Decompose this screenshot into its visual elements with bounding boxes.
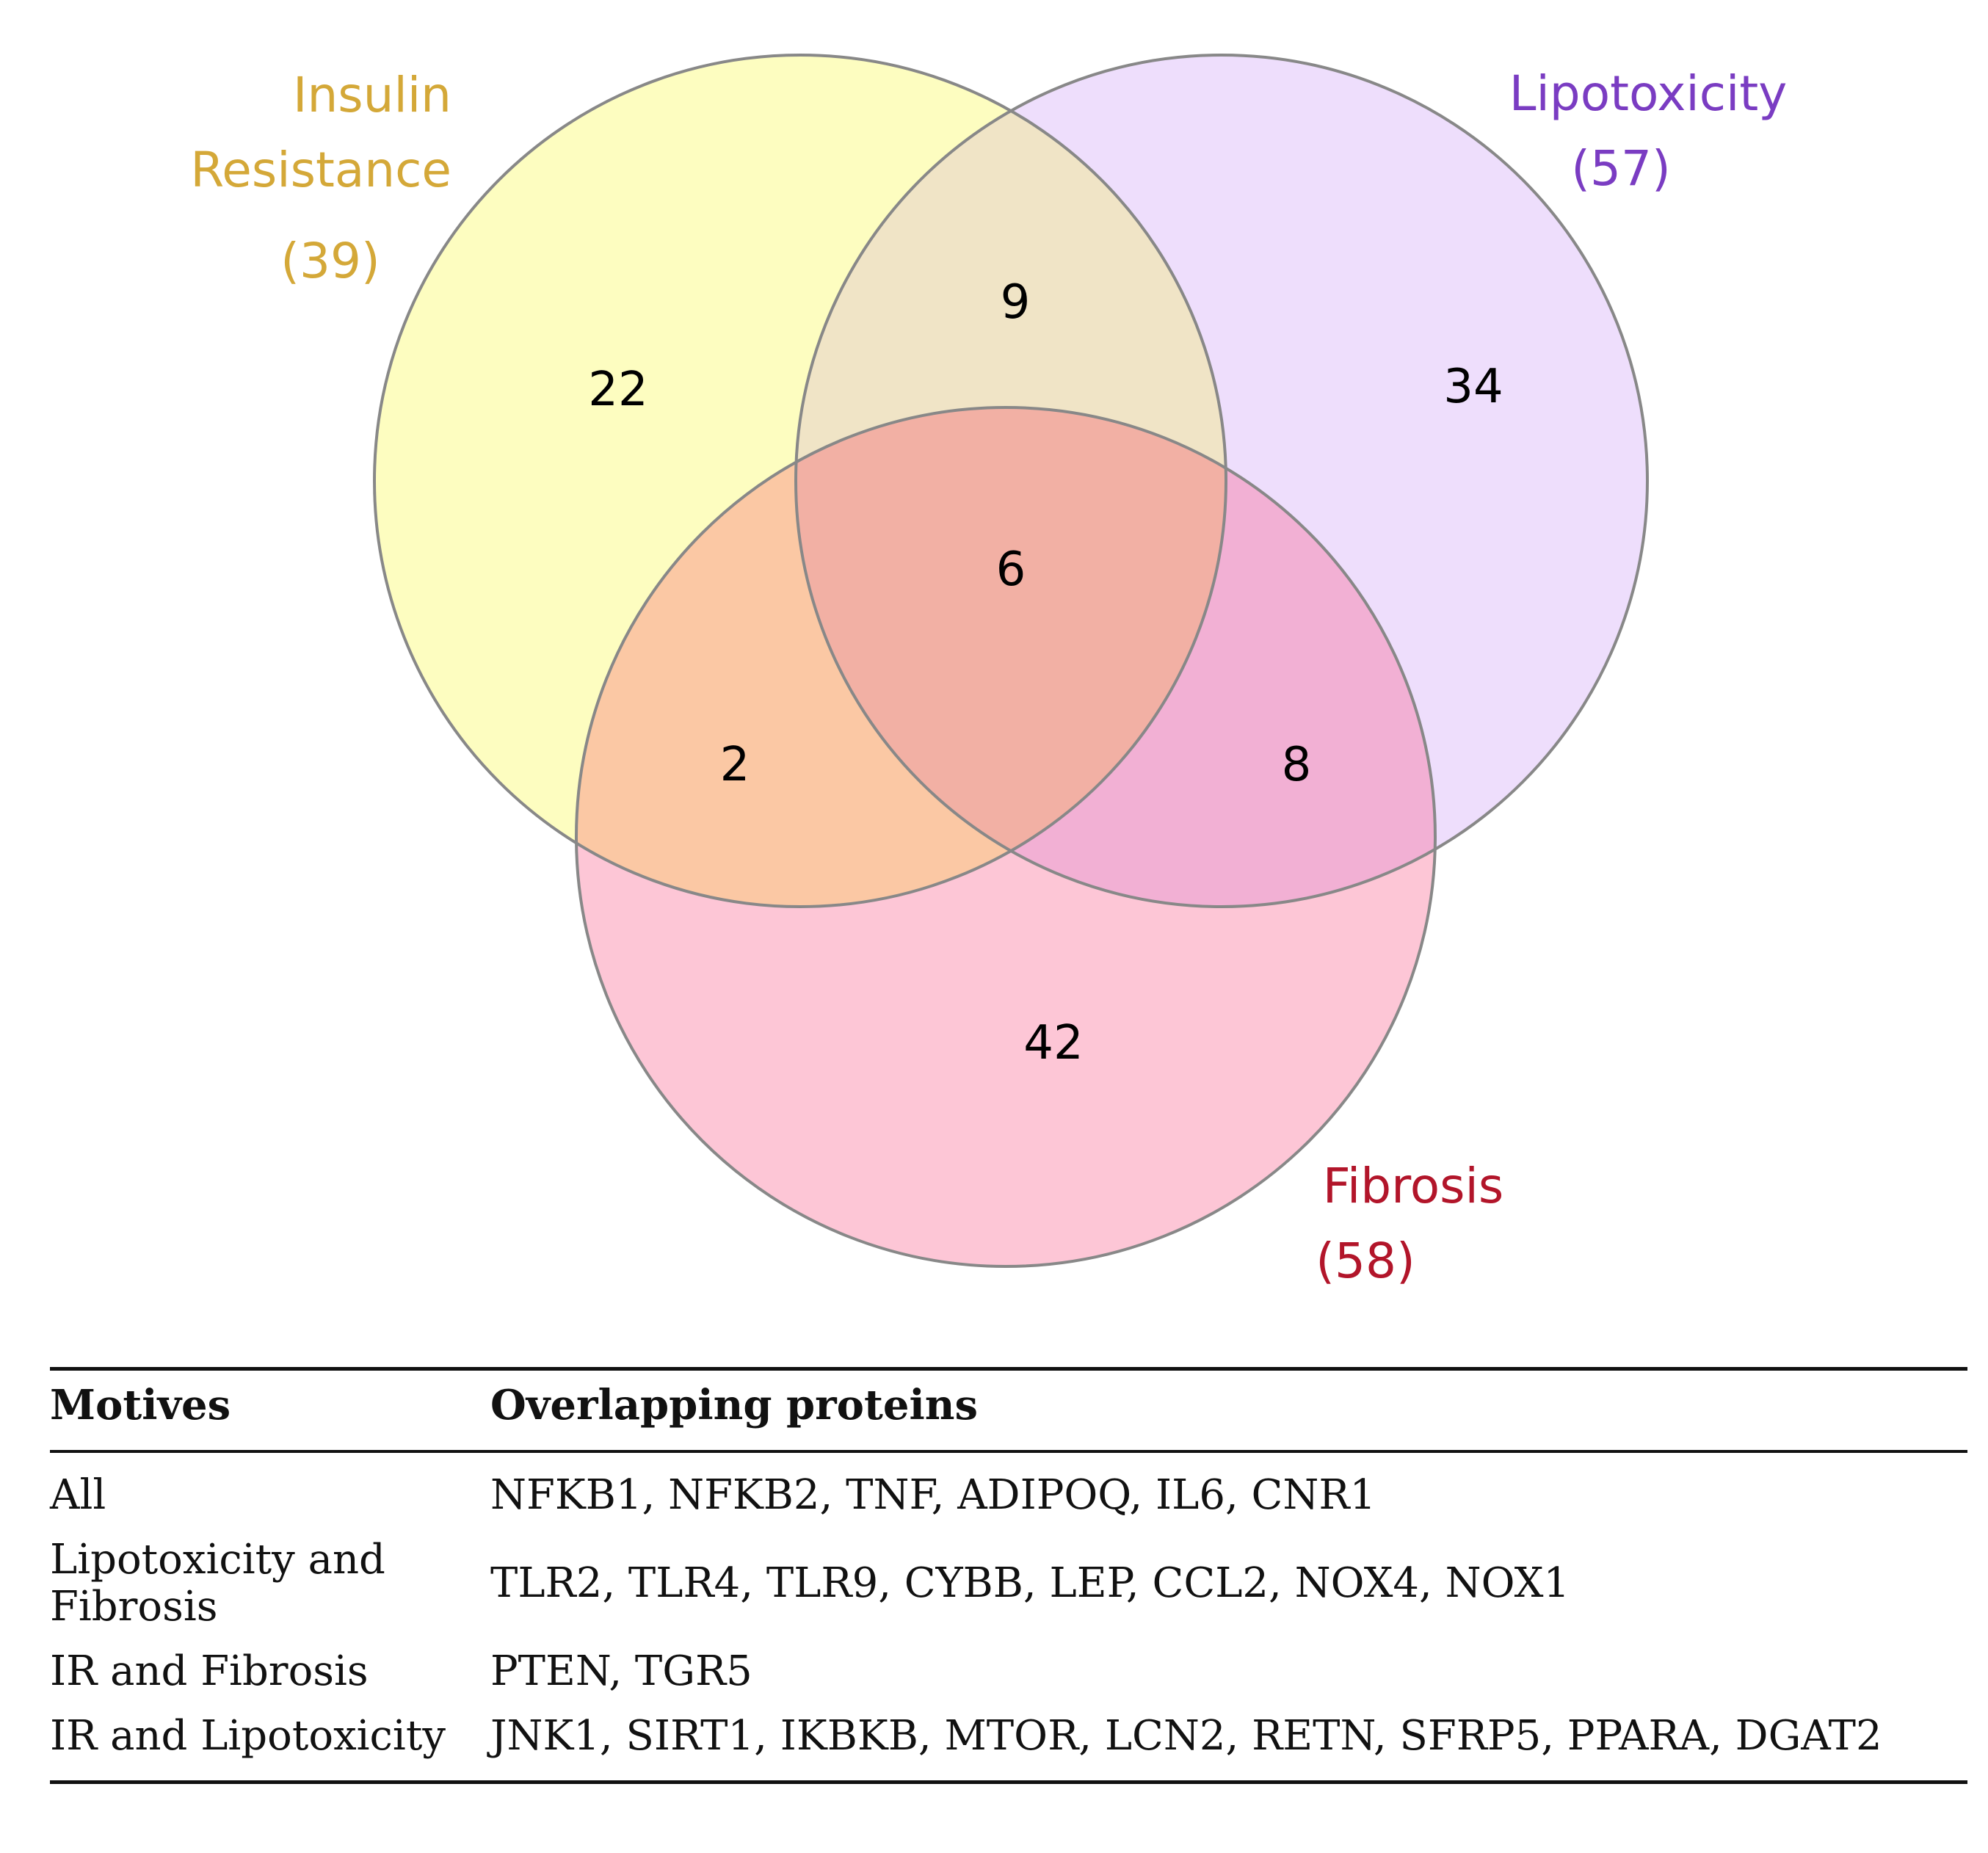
count-lipotoxicity-only: 34 [1443, 360, 1503, 414]
label-lipotoxicity-count: (57) [1571, 140, 1670, 197]
label-insulin-resistance-count: (39) [280, 233, 380, 289]
table-row: IR and Lipotoxicity JNK1, SIRT1, IKBKB, … [50, 1704, 1967, 1783]
overlap-table-container: Motives Overlapping proteins All NFKB1, … [50, 1367, 1967, 1784]
table-row: All NFKB1, NFKB2, TNF, ADIPOQ, IL6, CNR1 [50, 1451, 1967, 1528]
outline-fibrosis [575, 406, 1437, 1268]
table-row: Lipotoxicity and Fibrosis TLR2, TLR4, TL… [50, 1528, 1967, 1639]
count-ir-fibrosis: 2 [720, 738, 750, 792]
venn-diagram: Insulin Resistance (39) Lipotoxicity (57… [190, 54, 1788, 1289]
count-ir-lipotoxicity: 9 [1001, 275, 1031, 330]
cell-motive: Lipotoxicity and Fibrosis [50, 1536, 385, 1631]
count-fibrosis-only: 42 [1023, 1016, 1083, 1070]
cell-proteins: PTEN, TGR5 [490, 1647, 752, 1695]
cell-motive: All [50, 1471, 106, 1519]
count-lipotoxicity-fibrosis: 8 [1282, 738, 1312, 792]
cell-proteins: JNK1, SIRT1, IKBKB, MTOR, LCN2, RETN, SF… [490, 1712, 1882, 1760]
table-header-row: Motives Overlapping proteins [50, 1368, 1967, 1451]
count-ir-only: 22 [588, 363, 647, 417]
count-all: 6 [996, 543, 1026, 597]
label-insulin-resistance-line1: Insulin [293, 67, 451, 123]
header-motives: Motives [50, 1381, 231, 1429]
cell-proteins: NFKB1, NFKB2, TNF, ADIPOQ, IL6, CNR1 [490, 1471, 1376, 1519]
label-lipotoxicity: Lipotoxicity [1509, 65, 1788, 122]
cell-proteins: TLR2, TLR4, TLR9, CYBB, LEP, CCL2, NOX4,… [490, 1559, 1570, 1607]
cell-motive: IR and Lipotoxicity [50, 1712, 446, 1760]
overlap-table: Motives Overlapping proteins All NFKB1, … [50, 1367, 1967, 1784]
label-fibrosis-count: (58) [1316, 1233, 1415, 1289]
outline-insulin-resistance [373, 54, 1227, 908]
outline-lipotoxicity [794, 54, 1649, 908]
table-row: IR and Fibrosis PTEN, TGR5 [50, 1639, 1967, 1704]
label-insulin-resistance-line2: Resistance [190, 142, 451, 198]
label-fibrosis: Fibrosis [1323, 1158, 1504, 1214]
cell-motive: IR and Fibrosis [50, 1647, 369, 1695]
header-overlapping-proteins: Overlapping proteins [490, 1381, 978, 1429]
